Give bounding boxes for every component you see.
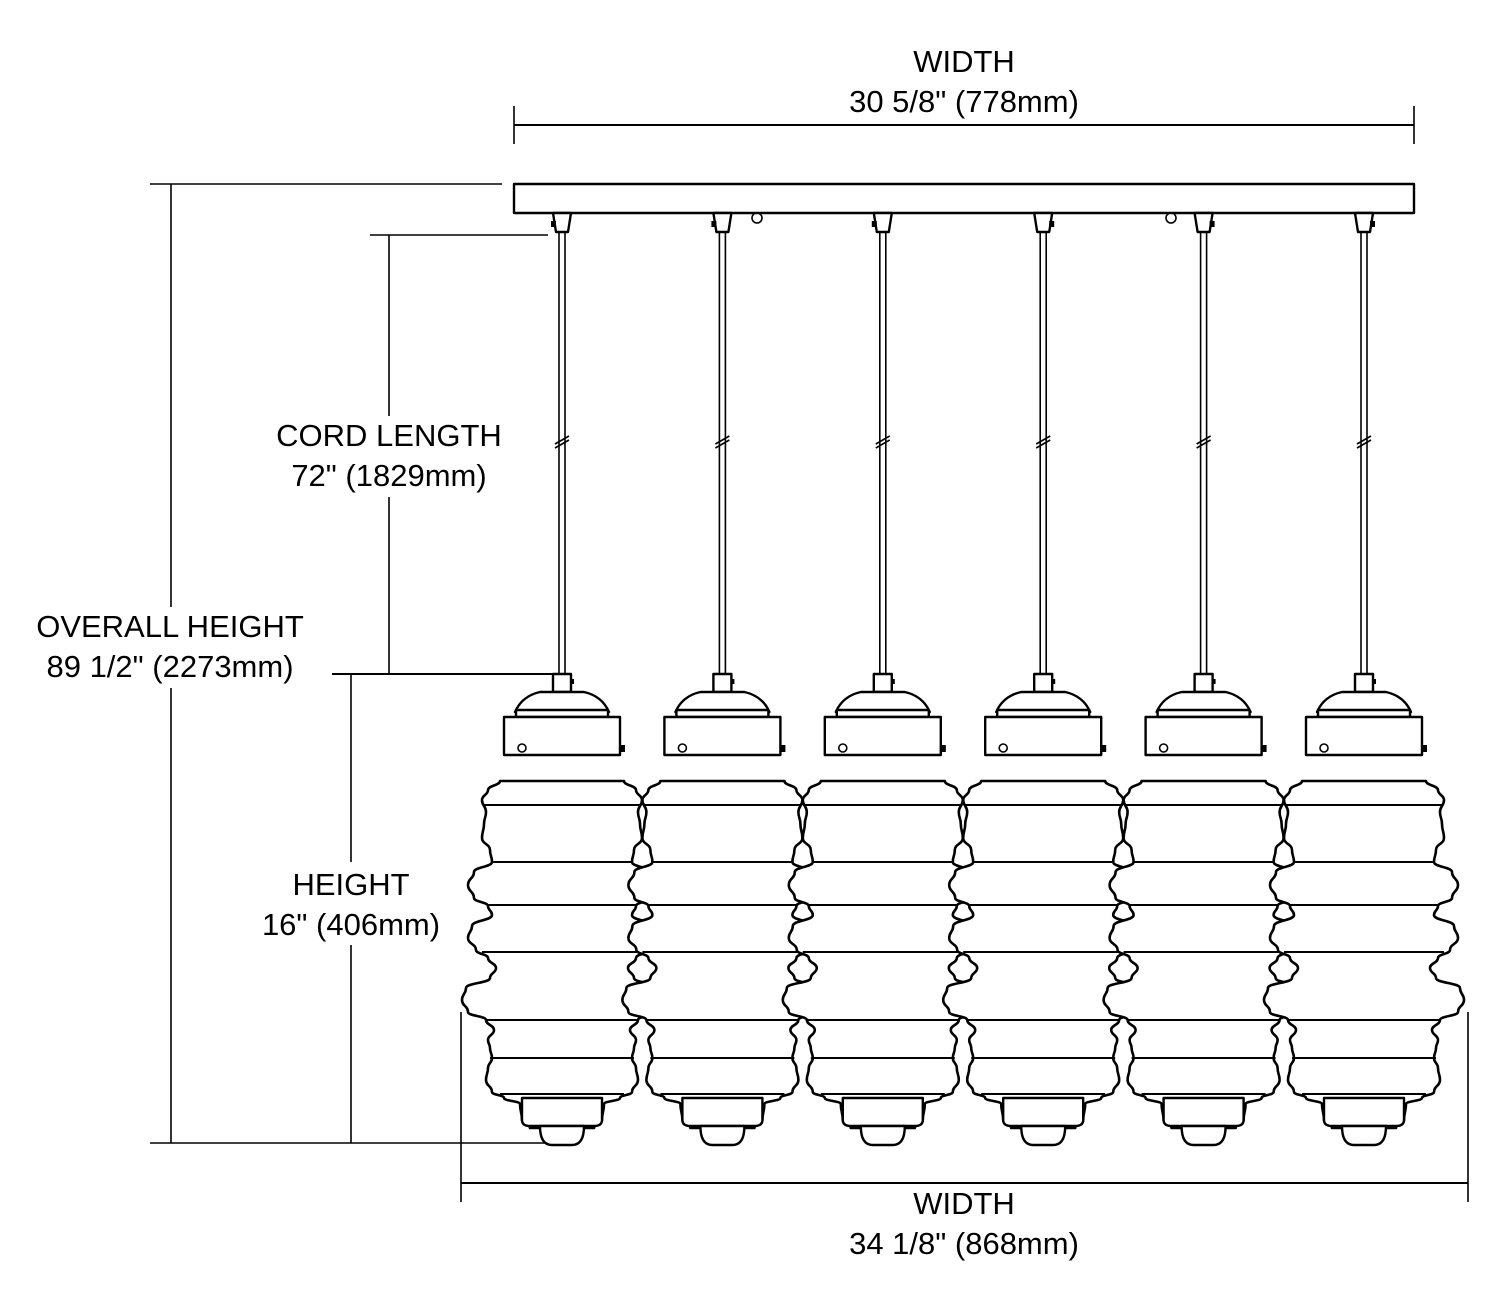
glass-shade <box>781 779 985 1130</box>
canopy-screw <box>1165 212 1177 224</box>
pendant <box>781 211 985 1147</box>
fitter-screw-icon <box>1158 743 1169 753</box>
shade-tier <box>520 1096 604 1128</box>
cord-break-mark <box>1356 435 1372 445</box>
set-screw-icon <box>1370 221 1375 227</box>
cord-break-mark <box>875 435 891 445</box>
cord-break-mark <box>554 439 570 449</box>
bottom-width-label: WIDTH <box>913 1186 1015 1221</box>
cord-grip <box>1193 211 1214 234</box>
set-screw-icon <box>891 679 895 684</box>
fitter-band <box>1304 715 1424 757</box>
fitter-band <box>984 715 1103 757</box>
fitter-screw-icon <box>1319 743 1329 753</box>
shade-finial <box>538 1124 586 1147</box>
cord-break-mark <box>1356 439 1372 449</box>
height-value: 16" (406mm) <box>262 907 440 942</box>
shade-tier <box>1322 1096 1406 1128</box>
cord-break-mark <box>1035 439 1051 449</box>
cord-break-mark <box>715 439 730 449</box>
set-screw-icon <box>1373 679 1376 684</box>
socket-neck <box>1193 672 1214 694</box>
bottom-width-dimension: WIDTH 34 1/8" (868mm) <box>460 1012 1469 1261</box>
shade-finial <box>1180 1124 1227 1147</box>
cord-length-label: CORD LENGTH <box>276 418 502 453</box>
set-screw-icon <box>731 679 735 684</box>
fitter-band <box>502 715 622 757</box>
cord-length-dimension: CORD LENGTH 72" (1829mm) <box>276 234 552 675</box>
set-screw-icon <box>1422 745 1427 752</box>
shade-tier <box>681 1096 764 1128</box>
height-label: HEIGHT <box>292 867 409 902</box>
shade-finial <box>859 1124 906 1147</box>
cord-break-mark <box>1035 435 1051 445</box>
fitter-band <box>663 715 782 757</box>
glass-shade <box>621 779 824 1130</box>
top-width-label: WIDTH <box>913 44 1015 79</box>
set-screw-icon <box>1261 745 1267 752</box>
shade-tier <box>841 1096 924 1128</box>
set-screw-icon <box>620 745 625 752</box>
socket-neck <box>551 672 573 694</box>
shade-tier <box>1002 1096 1085 1128</box>
height-dimension: HEIGHT 16" (406mm) <box>262 674 440 1143</box>
fitter-screw-icon <box>517 743 527 753</box>
pendants-group <box>460 211 1466 1147</box>
set-screw-icon <box>711 221 717 227</box>
bottom-width-value: 34 1/8" (868mm) <box>849 1226 1079 1261</box>
glass-shade <box>941 779 1145 1130</box>
set-screw-icon <box>551 221 556 227</box>
overall-height-value: 89 1/2" (2273mm) <box>46 649 293 684</box>
pendant <box>460 211 664 1147</box>
set-screw-icon <box>871 221 877 227</box>
socket-neck <box>712 672 733 694</box>
glass-shade <box>1262 779 1466 1130</box>
pendant <box>1102 211 1305 1147</box>
set-screw-icon <box>940 745 946 752</box>
shade-tier <box>1162 1096 1245 1128</box>
pendant <box>621 211 824 1147</box>
pendant <box>941 211 1145 1147</box>
pendant <box>1262 211 1466 1147</box>
cord-break-mark <box>875 439 891 449</box>
top-width-dimension: WIDTH 30 5/8" (778mm) <box>513 44 1415 144</box>
set-screw-icon <box>1209 221 1215 227</box>
set-screw-icon <box>780 745 786 752</box>
set-screw-icon <box>1101 745 1107 752</box>
cord-break-mark <box>1196 439 1211 449</box>
cord-break-mark <box>1196 435 1211 445</box>
cord-break-mark <box>554 435 570 445</box>
cord-break-mark <box>715 435 730 445</box>
set-screw-icon <box>571 679 574 684</box>
canopy-screw <box>751 212 763 224</box>
socket-neck <box>872 672 893 694</box>
set-screw-icon <box>1052 679 1056 684</box>
fitter-screw-icon <box>998 743 1009 753</box>
shade-finial <box>699 1124 746 1147</box>
cord-grip <box>1353 211 1375 234</box>
glass-shade <box>460 779 664 1130</box>
cord-grip <box>1033 211 1054 234</box>
glass-shade <box>1102 779 1305 1130</box>
shade-finial <box>1020 1124 1067 1147</box>
top-width-value: 30 5/8" (778mm) <box>849 84 1079 119</box>
fitter-band <box>1144 715 1263 757</box>
canopy-bar <box>512 182 1416 215</box>
fitter-screw-icon <box>837 743 848 753</box>
fitter-band <box>823 715 942 757</box>
set-screw-icon <box>1212 679 1216 684</box>
overall-height-dimension: OVERALL HEIGHT 89 1/2" (2273mm) <box>36 183 548 1144</box>
shade-finial <box>1340 1124 1388 1147</box>
socket-neck <box>1032 672 1054 694</box>
cord-length-value: 72" (1829mm) <box>291 458 486 493</box>
set-screw-icon <box>1049 221 1055 227</box>
overall-height-label: OVERALL HEIGHT <box>36 609 304 644</box>
fitter-screw-icon <box>677 743 688 753</box>
socket-neck <box>1353 672 1375 694</box>
